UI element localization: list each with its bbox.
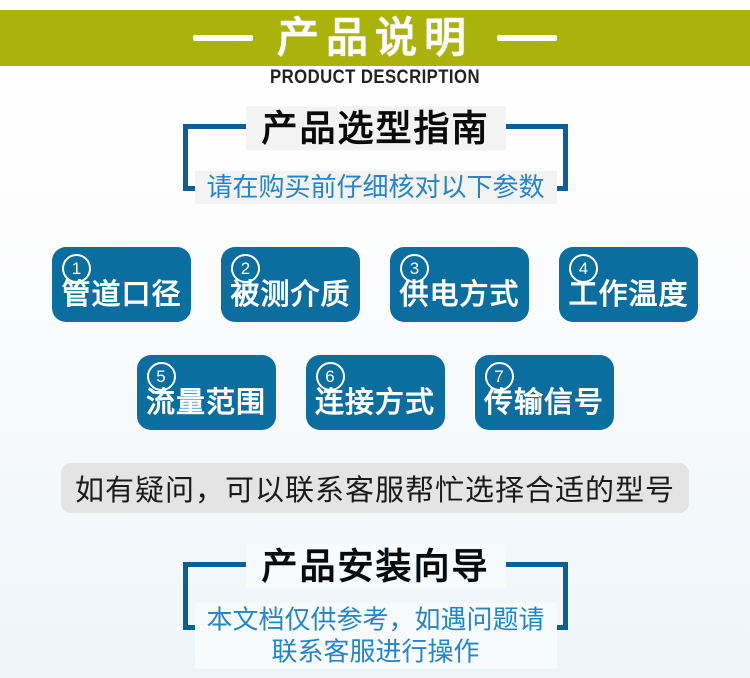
selection-guide-box: 产品选型指南 请在购买前仔细核对以下参数: [183, 106, 568, 204]
banner-subtitle-en: PRODUCT DESCRIPTION: [270, 67, 480, 88]
banner-title: 产品说明: [276, 14, 473, 61]
selection-guide-subtitle: 请在购买前仔细核对以下参数: [194, 170, 557, 204]
param-label: 工作温度: [568, 279, 689, 311]
install-guide-subtitle: 本文档仅供参考，如遇问题请 联系客服进行操作: [194, 602, 557, 669]
circled-number-icon: 4: [569, 254, 598, 283]
param-label: 被测介质: [230, 279, 351, 311]
install-guide-subtitle-line2: 联系客服进行操作: [271, 636, 480, 667]
param-label: 传输信号: [483, 387, 604, 419]
dash-line-right: [497, 35, 557, 41]
install-guide-box: 产品安装向导 本文档仅供参考，如遇问题请 联系客服进行操作: [183, 544, 568, 669]
install-guide-title: 产品安装向导: [245, 544, 506, 588]
contact-note: 如有疑问，可以联系客服帮忙选择合适的型号: [61, 463, 689, 513]
param-label: 管道口径: [61, 279, 182, 311]
circled-number-icon: 5: [146, 362, 176, 391]
install-guide-subtitle-line1: 本文档仅供参考，如遇问题请: [206, 604, 545, 635]
circled-number-icon: 2: [231, 254, 260, 283]
param-label: 供电方式: [399, 279, 520, 311]
circled-number-icon: 6: [315, 362, 345, 391]
circled-number-icon: 7: [484, 362, 514, 391]
param-label: 流量范围: [145, 387, 266, 419]
circled-number-icon: 3: [400, 254, 429, 283]
section-header-banner: 产品说明: [0, 10, 750, 66]
param-label: 连接方式: [314, 387, 435, 419]
dash-line-left: [192, 35, 253, 41]
selection-guide-title: 产品选型指南: [245, 106, 506, 150]
circled-number-icon: 1: [62, 254, 91, 283]
